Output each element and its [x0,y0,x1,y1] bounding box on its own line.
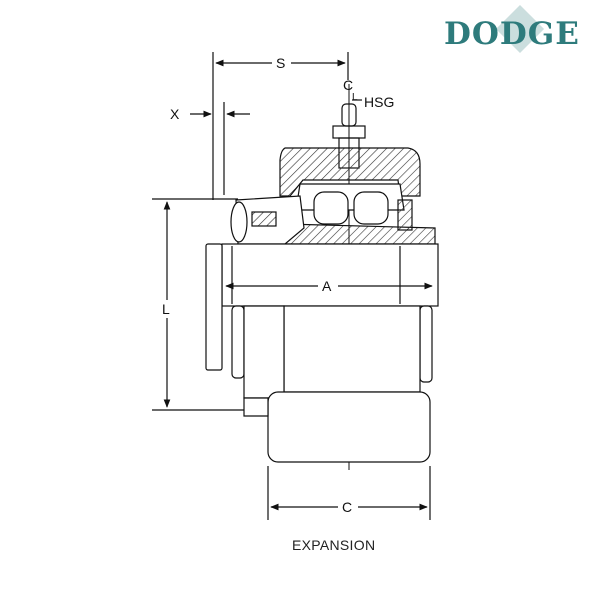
view-caption: EXPANSION [292,537,376,553]
housing-top [279,147,421,197]
right-snap-ring [419,305,433,383]
label-c: C [342,499,352,515]
housing-neck [243,305,285,399]
lock-nut [230,201,248,243]
label-s: S [276,55,285,71]
housing-bore [221,243,439,307]
left-flange [205,243,223,371]
collar-bolt [251,211,277,227]
dodge-logo: DODGE [444,4,596,60]
label-l: L [162,301,170,317]
label-cl-sub: L [352,92,358,103]
base-foot-left [243,397,269,417]
housing-base [267,391,431,463]
label-a: A [322,278,332,294]
logo-text: DODGE [444,16,580,52]
label-hsg: HSG [364,94,394,110]
seal-right [397,199,413,231]
housing-body [283,305,421,393]
roller-left [313,191,349,225]
left-snap-ring [231,305,245,379]
label-cl: C [343,77,353,93]
label-x: X [170,106,180,122]
roller-right [353,191,389,225]
